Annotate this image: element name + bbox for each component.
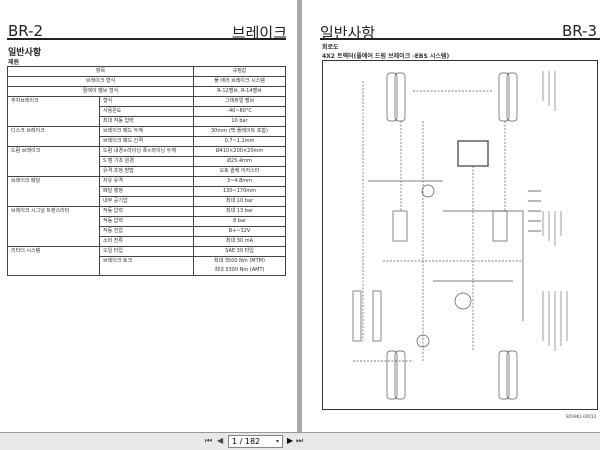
value-cell: 그래쥬얼 밸브 bbox=[193, 96, 286, 107]
figure-code: SDV8K1-00010 bbox=[565, 414, 596, 419]
value-cell: Ø25.4mm bbox=[193, 156, 286, 167]
brake-circuit-diagram bbox=[322, 60, 598, 410]
item-cell: 작동 압력 bbox=[99, 216, 194, 227]
table-row: 브레이크 형식 풀 에어 브레이크 시스템 bbox=[7, 76, 286, 87]
item-cell: 작동 압력 bbox=[99, 206, 194, 217]
item-cell: 페달 행정 bbox=[99, 186, 194, 197]
item-cell: 브레이크 패드 간격 bbox=[99, 136, 194, 147]
header-rule bbox=[7, 38, 286, 40]
value-text: Ø410×200×20mm bbox=[215, 148, 264, 154]
value-text: Ø25.4mm bbox=[227, 158, 252, 164]
value-cell: 130~170mm bbox=[193, 186, 286, 197]
value-text: B+~32V bbox=[228, 228, 251, 234]
value-cell: 0.7~1.1mm bbox=[193, 136, 286, 147]
header-rule bbox=[320, 38, 600, 40]
diagram-subtitle: 4X2 트랙터(풀에어 드럼 브레이크 -EBS 시스템) bbox=[322, 53, 450, 60]
item-cell: 사용온도 bbox=[99, 106, 194, 117]
value-text: R-12밸브, R-14밸브 bbox=[217, 88, 262, 94]
value-text: 3~4.8mm bbox=[226, 178, 253, 184]
section-title: 회로도 bbox=[322, 44, 339, 51]
value-cell: Ø410×200×20mm bbox=[193, 146, 286, 157]
value-cell: 10 bar bbox=[193, 116, 286, 127]
group-cell: 주차브레이크 bbox=[7, 96, 100, 127]
item-cell: 형식 bbox=[99, 96, 194, 107]
next-page-icon[interactable]: ▶ bbox=[287, 436, 294, 445]
chapter-title: 브레이크 bbox=[231, 24, 287, 42]
group-cell: 드럼 브레이크 bbox=[7, 146, 100, 177]
value-cell: 풀 에어 브레이크 시스템 bbox=[193, 76, 286, 87]
item-cell: 브레이크 토크 bbox=[99, 256, 194, 276]
value-text: 최대 13 bar bbox=[225, 208, 254, 214]
value-cell: 30mm (백 플레이트 포함) bbox=[193, 126, 286, 137]
page-dropdown-icon[interactable]: ▾ bbox=[276, 438, 280, 445]
previous-page-icon[interactable]: ◀ bbox=[217, 436, 224, 445]
item-cell: 릴레이 밸브 형식 bbox=[7, 86, 194, 97]
group-cell: 브레이크 페달 bbox=[7, 176, 100, 207]
table-row: 릴레이 밸브 형식 R-12밸브, R-14밸브 bbox=[7, 86, 286, 97]
value-cell: 최대 10 bar bbox=[193, 196, 286, 207]
subsection-title: 제원 bbox=[8, 59, 20, 66]
value-text: 130~170mm bbox=[222, 188, 257, 194]
item-cell: 최대 작동 압력 bbox=[99, 116, 194, 127]
item-cell: 브레이크 패드 두께 bbox=[99, 126, 194, 137]
value-cell: B+~32V bbox=[193, 226, 286, 237]
chapter-title: 일반사항 bbox=[320, 24, 376, 42]
page-number-input[interactable]: 1 / 182 bbox=[228, 435, 283, 448]
value-cell: -40~80°C bbox=[193, 106, 286, 117]
item-cell: 자유 유격 bbox=[99, 176, 194, 187]
value-cell: 오토 슬랙 어저스터 bbox=[193, 166, 286, 177]
value-text: SAE 30 타입 bbox=[225, 248, 254, 254]
value-text: 최대 10 bar bbox=[225, 198, 254, 204]
header-value: 규정값 bbox=[193, 66, 286, 77]
value-cell: SAE 30 타입 bbox=[193, 246, 286, 257]
value-cell: 최대 3500 Nm (MTM) 최대 3300 Nm (AMT) bbox=[193, 256, 286, 276]
item-cell: 드럼 내경×라이닝 폭×라이닝 두께 bbox=[99, 146, 194, 157]
value-text: 오토 슬랙 어저스터 bbox=[219, 168, 260, 174]
table-row: 브레이크 토크 최대 3500 Nm (MTM) 최대 3300 Nm (AMT) bbox=[8, 256, 286, 276]
item-cell: 유격 조정 방법 bbox=[99, 166, 194, 177]
group-cell: 브레이크 시그널 트랜스미터 bbox=[7, 206, 100, 247]
viewer-toolbar: ⏮ ◀ 1 / 182 ▾ ▶ ⏭ bbox=[0, 432, 600, 450]
last-page-icon[interactable]: ⏭ bbox=[296, 436, 304, 445]
item-cell: S 캠 기초 원경 bbox=[99, 156, 194, 167]
section-title: 일반사항 bbox=[8, 48, 42, 58]
value-cell: 최대 13 bar bbox=[193, 206, 286, 217]
value-text: -40~80°C bbox=[227, 108, 252, 114]
value-text: 30mm (백 플레이트 포함) bbox=[211, 128, 268, 134]
value-text: 0.7~1.1mm bbox=[224, 138, 255, 144]
value-text-2: 최대 3300 Nm (AMT) bbox=[214, 267, 265, 273]
value-text: 최대 3500 Nm (MTM) bbox=[214, 258, 265, 264]
first-page-icon[interactable]: ⏮ bbox=[205, 436, 213, 445]
value-text: 10 bar bbox=[231, 118, 248, 124]
header-item: 항목 bbox=[7, 66, 194, 77]
value-text: 그래쥬얼 밸브 bbox=[224, 98, 255, 104]
page-code: BR-2 bbox=[8, 22, 44, 40]
item-cell: 브레이크 형식 bbox=[7, 76, 194, 87]
item-cell: 소비 전류 bbox=[99, 236, 194, 247]
item-cell: 오일 타입 bbox=[99, 246, 194, 257]
value-cell: R-12밸브, R-14밸브 bbox=[193, 86, 286, 97]
group-cell: 리타더 시스템 bbox=[7, 246, 100, 276]
group-cell: 디스크 브레이크 bbox=[7, 126, 100, 147]
page-code: BR-3 bbox=[561, 22, 597, 40]
right-page: 일반사항 BR-3 회로도 4X2 트랙터(풀에어 드럼 브레이크 -EBS 시… bbox=[302, 0, 600, 432]
item-cell: 작동 전압 bbox=[99, 226, 194, 237]
value-text: 8 bar bbox=[232, 218, 247, 224]
value-cell: 8 bar bbox=[193, 216, 286, 227]
value-text: 최대 30 mA bbox=[225, 238, 254, 244]
value-cell: 3~4.8mm bbox=[193, 176, 286, 187]
item-cell: 내부 공기압 bbox=[99, 196, 194, 207]
value-text: 풀 에어 브레이크 시스템 bbox=[214, 78, 265, 84]
value-cell: 최대 30 mA bbox=[193, 236, 286, 247]
